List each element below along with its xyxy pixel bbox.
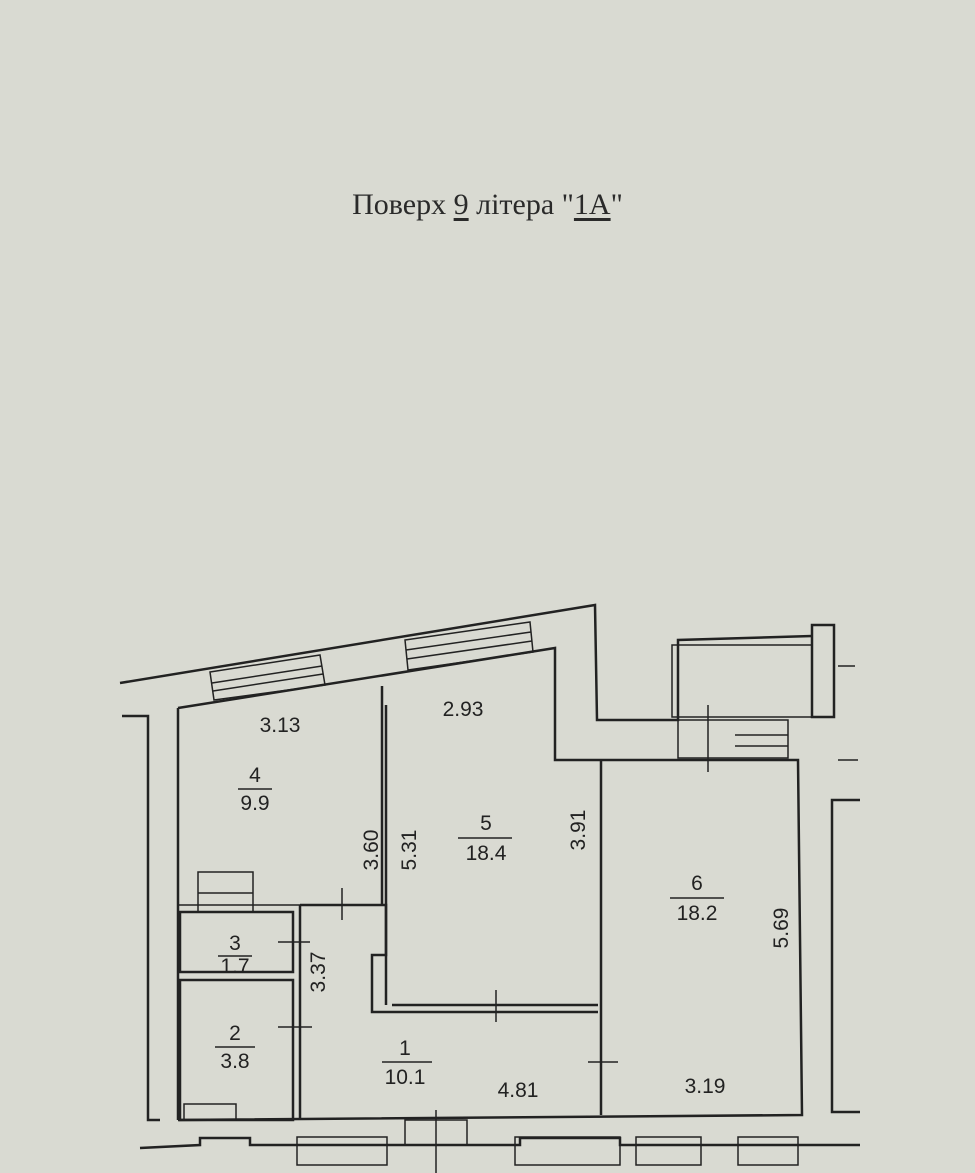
interior-top-wall xyxy=(177,646,598,762)
dim-room5-left: 5.31 xyxy=(398,830,421,871)
window-top-left xyxy=(209,654,326,701)
dim-room6-width: 3.19 xyxy=(685,1075,726,1098)
building-letter: 1А xyxy=(573,188,611,221)
room-4-number: 4 xyxy=(249,764,261,787)
room-4-area: 9.9 xyxy=(240,792,269,815)
floor-number: 9 xyxy=(453,188,469,221)
stove-icon xyxy=(197,871,254,913)
left-exterior-wall xyxy=(122,714,160,1122)
exterior-wall-bottom xyxy=(139,1136,860,1150)
window-top-middle xyxy=(404,621,534,671)
floor-title: Поверх 9 літера "1А" xyxy=(352,188,623,221)
room-3-area: 1.7 xyxy=(220,955,249,978)
dim-room5-width: 2.93 xyxy=(443,698,484,721)
room-6-area: 18.2 xyxy=(677,902,718,925)
exterior-wall-top xyxy=(119,603,813,722)
dim-room1-width: 4.81 xyxy=(498,1079,539,1102)
right-wall xyxy=(830,798,860,1114)
room-2-number: 2 xyxy=(229,1022,241,1045)
room-5-number: 5 xyxy=(480,812,492,835)
room-1-area: 10.1 xyxy=(385,1066,426,1089)
bathtub-icon xyxy=(183,1103,237,1121)
corridor-wall xyxy=(300,903,598,1014)
dim-room5-right: 3.91 xyxy=(567,810,590,851)
dim-room4-length: 3.60 xyxy=(360,830,383,871)
dim-room1-length: 3.37 xyxy=(307,952,330,993)
title-prefix: Поверх xyxy=(352,188,447,221)
room-1-number: 1 xyxy=(399,1037,411,1060)
room-6-number: 6 xyxy=(691,872,703,895)
balcony xyxy=(671,623,836,772)
room-6-and-bottom-wall xyxy=(177,758,804,1122)
room-5-area: 18.4 xyxy=(466,842,507,865)
room-2-area: 3.8 xyxy=(220,1050,249,1073)
title-middle: літера xyxy=(476,188,555,221)
dim-room6-length: 5.69 xyxy=(770,908,793,949)
room-3-number: 3 xyxy=(229,932,241,955)
dim-room4-width: 3.13 xyxy=(260,714,301,737)
